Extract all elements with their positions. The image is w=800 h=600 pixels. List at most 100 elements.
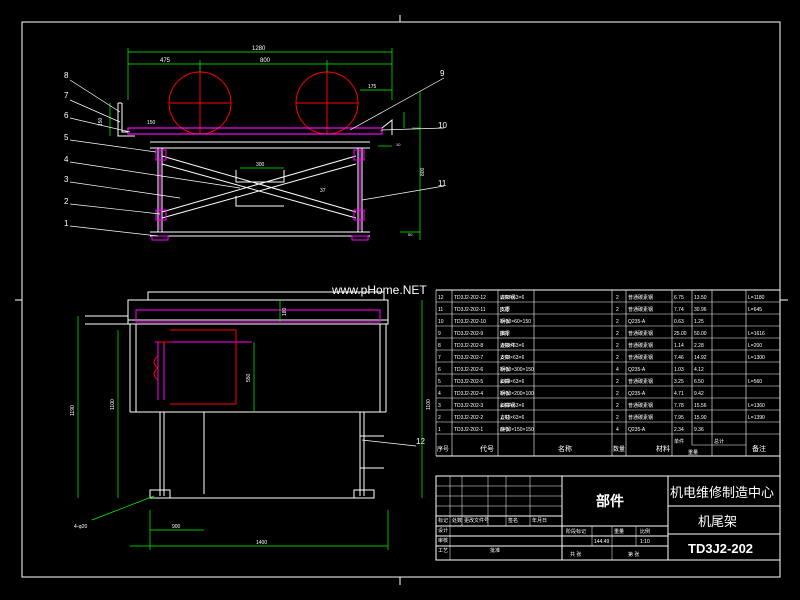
bom-cell-note: L=1180 [748,295,765,301]
bom-cell-no: 4 [438,391,441,397]
tb-mark: 标记 [438,517,448,524]
bom-cell-mat: Q235-A [628,319,646,325]
bom-cell-no: 12 [438,295,444,301]
tb-stage: 阶段标记 [566,528,586,535]
callout-11: 11 [438,179,447,188]
bom-cell-note: L=1300 [748,355,765,361]
posts-accent [151,150,369,241]
bom-cell-w1: 25.00 [674,331,687,337]
bom-cell-name: 钢板 [500,390,510,397]
bom-cell-w1: 1.14 [674,343,684,349]
watermark: www.pHome.NET [331,283,427,297]
bom-cell-w2: 15.90 [694,415,707,421]
callout-5: 5 [64,133,69,142]
tb-approve: 批准 [490,547,500,554]
bom-cell-no: 8 [438,343,441,349]
bom-cell-spec: δ=10×300×150 [500,367,534,373]
callout-leaders [69,77,445,447]
dim-front-hole: 4-φ20 [74,524,87,530]
tb-review: 审核 [438,537,448,544]
bom-cell-w1: 6.75 [674,295,684,301]
bom-cell-w1: 7.95 [674,415,684,421]
bom-cell-qty: 2 [616,355,619,361]
bom-cell-code: TD3J2-202-8 [454,343,483,349]
bom-cell-mat: Q235-A [628,391,646,397]
bom-cell-no: 2 [438,415,441,421]
dim-top-mid: 800 [260,58,271,64]
bom-cell-qty: 4 [616,427,619,433]
bom-header-name: 名称 [558,444,572,453]
bom-cell-spec: δ=10×150×150 [500,427,534,433]
bom-cell-code: TD3J2-202-11 [454,307,486,313]
title-drawing-no: TD3J2-202 [688,541,753,556]
callout-7: 7 [64,91,69,100]
bom-cell-code: TD3J2-202-3 [454,403,483,409]
bom-cell-w2: 9.36 [694,427,704,433]
tb-design: 设计 [438,527,448,534]
bom-cell-no: 1 [438,427,441,433]
callout-10: 10 [438,121,447,130]
bom-header-total: 总计 [714,438,724,445]
bom-cell-w2: 14.92 [694,355,707,361]
dim-front-height2: 1100 [110,399,116,410]
tb-scale-value: 1:10 [640,539,650,545]
bom-cell-w1: 7.74 [674,307,684,313]
bom-cell-mat: 普通碳素钢 [628,330,653,337]
bom-cell-code: TD3J2-202-4 [454,391,483,397]
bom-cell-spec: ∠63×63×6 [500,295,524,301]
bom-cell-code: TD3J2-202-6 [454,367,483,373]
top-beam [127,127,383,135]
motor-outline [153,329,237,405]
drum-left [168,71,232,135]
dim-top-mid-inner: 300 [256,162,265,168]
callout-12: 12 [416,437,425,446]
bom-cell-code: TD3J2-202-10 [454,319,486,325]
callout-2: 2 [64,197,69,206]
bom-cell-qty: 2 [616,295,619,301]
tb-date: 年月日 [532,517,547,524]
front-dim-labels: 1190 1100 1100 550 180 900 1400 4-φ20 [70,307,432,546]
front-view: 1190 1100 1100 550 180 900 1400 4-φ20 [70,291,432,550]
bom-cell-code: TD3J2-202-2 [454,415,483,421]
bom-cell-w2: 1.25 [694,319,704,325]
bom-cell-name: 底架钢 [500,294,515,301]
left-plates [155,149,365,221]
bom-cell-mat: 普通碳素钢 [628,306,653,313]
bom-cell-no: 6 [438,367,441,373]
tb-weight: 重量 [614,528,624,535]
bom-cell-spec: ∠63×63×6 [500,343,524,349]
bom-cell-w2: 4.12 [694,367,704,373]
bom-cell-w2: 13.50 [694,295,707,301]
bom-cell-note: L=1390 [748,415,765,421]
callout-8: 8 [64,71,69,80]
bom-cell-qty: 2 [616,379,619,385]
bom-cell-mat: 普通碳素钢 [628,342,653,349]
bom-cell-w2: 2.28 [694,343,704,349]
top-dimensions [109,48,421,240]
dim-top-left: 475 [160,58,171,64]
bom-cell-name: 斜撑 [500,378,510,385]
bom-cell-mat: 普通碳素钢 [628,402,653,409]
bom-cell-w1: 7.78 [674,403,684,409]
bom-cell-w1: 2.34 [674,427,684,433]
dim-front-bottom-total: 1400 [256,540,267,546]
bom-cell-spec: δ=10×60×150 [500,319,531,325]
title-type: 部件 [596,493,624,509]
callout-3: 3 [64,175,69,184]
bom-cell-no: 11 [438,307,443,313]
bom-cell-qty: 2 [616,415,619,421]
top-dim-labels: 1280 475 800 175 150 150 800 300 37 10 5… [98,46,426,237]
tb-change: 更改文件号 [464,517,489,524]
bom-cell-no: 5 [438,379,441,385]
left-bracket [117,102,135,137]
bom-cell-spec: ∠63×63×6 [500,403,524,409]
bom-cell-note: L=200 [748,343,762,349]
drum-right [295,71,359,135]
callout-numbers: 8 7 6 5 4 3 2 1 9 10 11 12 [64,69,447,446]
bom-cell-w2: 15.56 [694,403,707,409]
dim-front-mid: 550 [246,373,252,382]
callout-9: 9 [440,69,445,78]
bom-cell-qty: 2 [616,403,619,409]
bom-cell-name: 立柱 [500,414,510,421]
